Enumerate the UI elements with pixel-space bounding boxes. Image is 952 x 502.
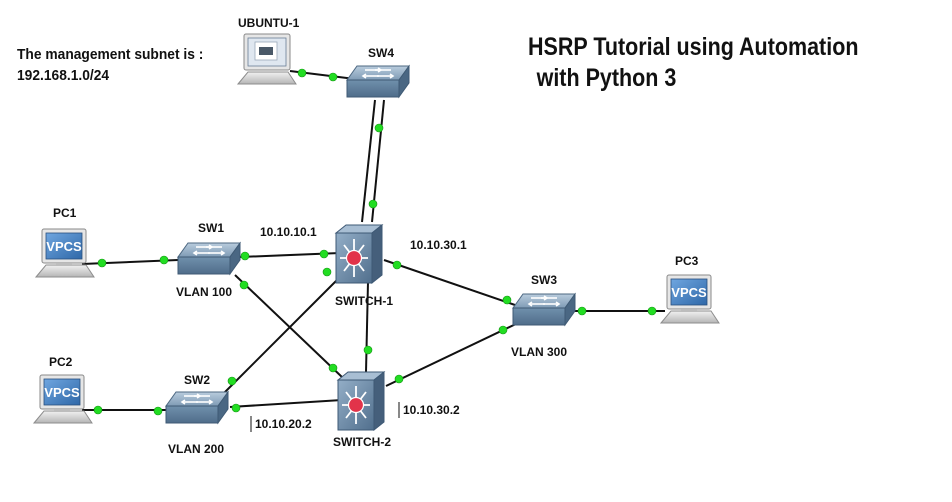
- link-switch1-sw3: [383, 259, 516, 306]
- switch-1-multilayer[interactable]: [335, 224, 383, 284]
- link-dot: [498, 325, 508, 335]
- link-dot: [93, 405, 103, 415]
- link-dot: [577, 306, 587, 316]
- link-dot: [231, 403, 241, 413]
- title-line-1: HSRP Tutorial using Automation: [528, 33, 859, 61]
- link-switch2-sw3: [385, 322, 519, 387]
- pc3-label: PC3: [675, 254, 699, 268]
- link-dots: [93, 68, 657, 416]
- link-dot: [240, 251, 250, 261]
- sw2-vlan-label: VLAN 200: [168, 442, 224, 456]
- pc1-label: PC1: [53, 206, 77, 220]
- pc3-screen-text: VPCS: [671, 285, 707, 300]
- link-sw4-switch1-a: [361, 99, 376, 223]
- sw3-switch[interactable]: [512, 293, 576, 326]
- terminal-window-icon: [259, 47, 273, 55]
- sw2-switch[interactable]: [165, 391, 229, 424]
- switch-icon: [177, 242, 241, 275]
- link-sw2-switch2: [229, 399, 343, 408]
- link-dot: [153, 406, 163, 416]
- link-switch1-switch2: [365, 281, 369, 373]
- ip-label-sw2-switch2: 10.10.20.2: [255, 417, 312, 431]
- node-labels: UBUNTU-1 SW4 PC1 SW1 VLAN 100 PC2 SW2 VL…: [49, 16, 699, 456]
- link-dot: [97, 258, 107, 268]
- ip-label-switch1-sw3: 10.10.30.1: [410, 238, 467, 252]
- sw1-vlan-label: VLAN 100: [176, 285, 232, 299]
- link-dot: [227, 376, 237, 386]
- switch-2-multilayer[interactable]: [337, 371, 385, 431]
- management-note-line-2: 192.168.1.0/24: [17, 67, 110, 84]
- link-dot: [394, 374, 404, 384]
- sw3-vlan-label: VLAN 300: [511, 345, 567, 359]
- ubuntu-1-label: UBUNTU-1: [238, 16, 300, 30]
- link-dot: [297, 68, 307, 78]
- switch-icon: [346, 65, 410, 98]
- pc2-host[interactable]: VPCS: [33, 374, 93, 424]
- sw1-label: SW1: [198, 221, 224, 235]
- sw4-label: SW4: [368, 46, 394, 60]
- multilayer-switch-icon: [335, 224, 383, 284]
- link-sw1-switch2: [234, 274, 344, 379]
- pc2-label: PC2: [49, 355, 73, 369]
- link-dot: [159, 255, 169, 265]
- link-dot: [647, 306, 657, 316]
- link-sw2-switch1: [221, 271, 346, 396]
- ip-label-sw1-switch1: 10.10.10.1: [260, 225, 317, 239]
- ip-label-switch2-sw3: 10.10.30.2: [403, 403, 460, 417]
- sw1-switch[interactable]: [177, 242, 241, 275]
- switch-icon: [165, 391, 229, 424]
- link-dot: [319, 249, 329, 259]
- switch-2-label: SWITCH-2: [333, 435, 391, 449]
- management-subnet-note: The management subnet is : 192.168.1.0/2…: [17, 44, 203, 86]
- ip-labels: 10.10.10.1 10.10.30.1 10.10.20.2 10.10.3…: [250, 225, 467, 432]
- link-dot: [239, 280, 249, 290]
- switch-1-label: SWITCH-1: [335, 294, 393, 308]
- management-note-line-1: The management subnet is :: [17, 46, 204, 63]
- pc2-screen-text: VPCS: [44, 385, 80, 400]
- ubuntu-1-host[interactable]: [236, 33, 297, 85]
- link-dot: [328, 363, 338, 373]
- pc1-host[interactable]: VPCS: [35, 228, 95, 278]
- computer-base-icon: [236, 71, 297, 85]
- multilayer-switch-icon: [337, 371, 385, 431]
- link-dot: [322, 267, 332, 277]
- link-dot: [328, 72, 338, 82]
- title-line-2: with Python 3: [536, 64, 677, 92]
- pc3-host[interactable]: VPCS: [660, 274, 720, 324]
- link-dot: [368, 199, 378, 209]
- link-dot: [363, 345, 373, 355]
- sw2-label: SW2: [184, 373, 210, 387]
- switch-icon: [512, 293, 576, 326]
- link-dot: [392, 260, 402, 270]
- sw4-switch[interactable]: [346, 65, 410, 98]
- pc1-screen-text: VPCS: [46, 239, 82, 254]
- page-title: HSRP Tutorial using Automation with Pyth…: [528, 32, 858, 94]
- sw3-label: SW3: [531, 273, 557, 287]
- link-dot: [374, 123, 384, 133]
- link-dot: [502, 295, 512, 305]
